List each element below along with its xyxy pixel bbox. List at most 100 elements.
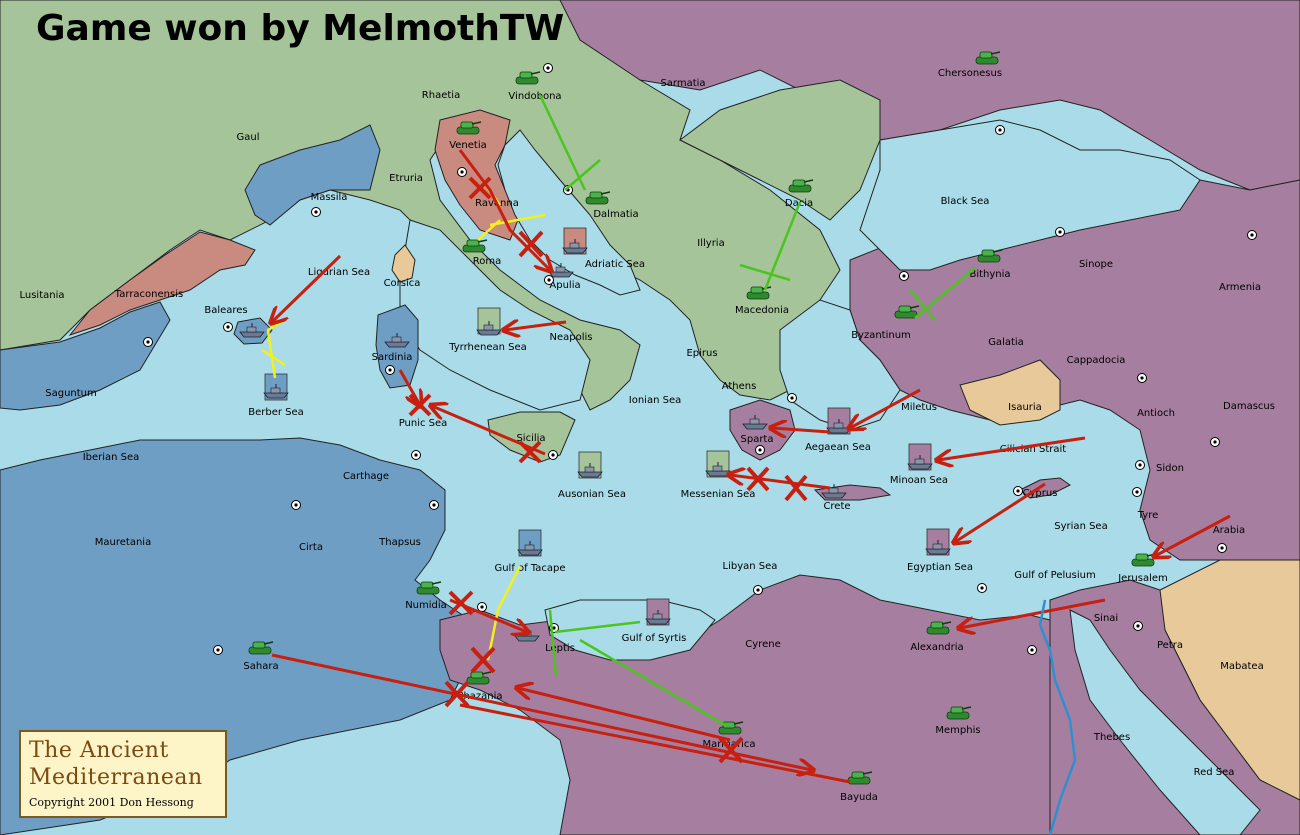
region-label-sinope: Sinope <box>1079 259 1113 270</box>
region-label-lusitania: Lusitania <box>19 290 64 301</box>
region-label-sinai: Sinai <box>1094 613 1118 624</box>
corsica-land <box>391 244 416 283</box>
region-label-baleares: Baleares <box>204 305 247 316</box>
region-label-massila: Massila <box>311 192 348 203</box>
region-label-sparta: Sparta <box>741 434 774 445</box>
region-label-cirta: Cirta <box>299 542 323 553</box>
region-label-cilician-strait: Cilician Strait <box>1000 444 1067 455</box>
region-label-galatia: Galatia <box>988 337 1024 348</box>
region-label-antioch: Antioch <box>1137 408 1175 419</box>
region-label-black-sea: Black Sea <box>941 196 990 207</box>
region-label-damascus: Damascus <box>1223 401 1275 412</box>
region-label-petra: Petra <box>1157 640 1183 651</box>
region-label-corsica: Corsica <box>384 278 421 289</box>
region-label-red-sea: Red Sea <box>1194 767 1235 778</box>
region-label-gulf-of-syrtis: Gulf of Syrtis <box>622 633 687 644</box>
region-label-tyre: Tyre <box>1137 510 1159 521</box>
iberia-blue <box>0 301 171 411</box>
attack-orders <box>272 149 1231 784</box>
region-label-ionian-sea: Ionian Sea <box>629 395 681 406</box>
support-orders <box>261 179 546 661</box>
region-label-dalmatia: Dalmatia <box>593 209 638 220</box>
region-label-athens: Athens <box>722 381 757 392</box>
black-sea-water <box>859 119 1201 271</box>
region-label-leptis: Leptis <box>545 643 575 654</box>
massila-land <box>244 124 381 226</box>
region-label-thebes: Thebes <box>1093 732 1130 743</box>
region-label-iberian-sea: Iberian Sea <box>83 452 140 463</box>
sicilia-land <box>487 411 576 463</box>
region-label-thapsus: Thapsus <box>378 537 421 548</box>
region-label-phazania: Phazania <box>457 691 502 702</box>
region-label-macedonia: Macedonia <box>735 305 789 316</box>
region-label-sarmatia: Sarmatia <box>660 78 705 89</box>
region-label-ligurian-sea: Ligurian Sea <box>308 267 370 278</box>
failed-order-marks <box>408 176 808 764</box>
region-label-minoan-sea: Minoan Sea <box>890 475 948 486</box>
region-label-vindobona: Vindobona <box>508 91 561 102</box>
region-label-sahara: Sahara <box>243 661 278 672</box>
sarmatia-green <box>679 79 881 221</box>
region-label-etruria: Etruria <box>389 173 423 184</box>
region-label-punic-sea: Punic Sea <box>399 418 448 429</box>
region-label-cappadocia: Cappadocia <box>1067 355 1126 366</box>
region-label-crete: Crete <box>823 501 850 512</box>
region-label-illyria: Illyria <box>697 238 724 249</box>
region-label-numidia: Numidia <box>405 600 447 611</box>
region-label-bithynia: Bithynia <box>969 269 1010 280</box>
game-title: Game won by MelmothTW <box>36 8 565 49</box>
region-labels: Gaul Rhaetia Vindobona Sarmatia ChersonesusM… <box>19 68 1274 803</box>
levant-purple <box>1049 579 1300 835</box>
region-label-libyan-sea: Libyan Sea <box>723 561 778 572</box>
region-label-arabia: Arabia <box>1213 525 1245 536</box>
region-label-alexandria: Alexandria <box>910 642 963 653</box>
region-label-jerusalem: Jerusalem <box>1117 573 1168 584</box>
region-label-sidon: Sidon <box>1156 463 1184 474</box>
red-sea-water <box>1069 609 1261 835</box>
region-label-egyptian-sea: Egyptian Sea <box>907 562 973 573</box>
region-label-berber-sea: Berber Sea <box>248 407 304 418</box>
tarraconensis-land <box>68 231 256 337</box>
region-label-apulia: Apulia <box>549 280 580 291</box>
logo-copyright: Copyright 2001 Don Hessong <box>29 796 194 809</box>
sparta-land <box>729 399 796 461</box>
region-label-venetia: Venetia <box>449 140 487 151</box>
region-label-aegaean-sea: Aegaean Sea <box>805 442 871 453</box>
region-label-sicilia: Sicilia <box>516 433 545 444</box>
region-label-isauria: Isauria <box>1008 402 1042 413</box>
region-label-messenian-sea: Messenian Sea <box>681 489 756 500</box>
logo-line-1: The Ancient <box>29 738 169 763</box>
region-label-marmarica: Marmarica <box>702 739 755 750</box>
region-label-saguntum: Saguntum <box>45 388 97 399</box>
region-label-miletus: Miletus <box>901 402 937 413</box>
region-label-gaul: Gaul <box>237 132 260 143</box>
region-label-mauretania: Mauretania <box>95 537 151 548</box>
region-label-bayuda: Bayuda <box>840 792 878 803</box>
isauria-land <box>959 359 1061 426</box>
region-label-roma: Roma <box>473 256 502 267</box>
game-logo: The Ancient Mediterranean Copyright 2001… <box>19 730 227 818</box>
region-label-tyrrhenean-sea: Tyrrhenean Sea <box>448 342 527 353</box>
region-label-adriatic-sea: Adriatic Sea <box>585 259 645 270</box>
region-label-carthage: Carthage <box>343 471 389 482</box>
region-label-armenia: Armenia <box>1219 282 1261 293</box>
region-label-memphis: Memphis <box>935 725 980 736</box>
region-label-ausonian-sea: Ausonian Sea <box>558 489 626 500</box>
region-label-chersonesus: Chersonesus <box>938 68 1002 79</box>
region-label-neapolis: Neapolis <box>550 332 593 343</box>
region-label-cyprus: Cyprus <box>1023 488 1058 499</box>
adriatic-water <box>497 129 641 296</box>
nile-river <box>1038 599 1077 835</box>
region-label-syrian-sea: Syrian Sea <box>1054 521 1107 532</box>
region-label-rhaetia: Rhaetia <box>422 90 460 101</box>
region-label-epirus: Epirus <box>686 348 717 359</box>
logo-line-2: Mediterranean <box>29 765 203 790</box>
region-label-tarraconensis: Tarraconensis <box>114 289 183 300</box>
region-label-gulf-of-tacape: Gulf of Tacape <box>494 563 565 574</box>
region-label-sardinia: Sardinia <box>372 352 413 363</box>
region-label-cyrene: Cyrene <box>745 639 780 650</box>
region-label-gulf-of-pelusium: Gulf of Pelusium <box>1014 570 1095 581</box>
region-label-mabatea: Mabatea <box>1220 661 1263 672</box>
